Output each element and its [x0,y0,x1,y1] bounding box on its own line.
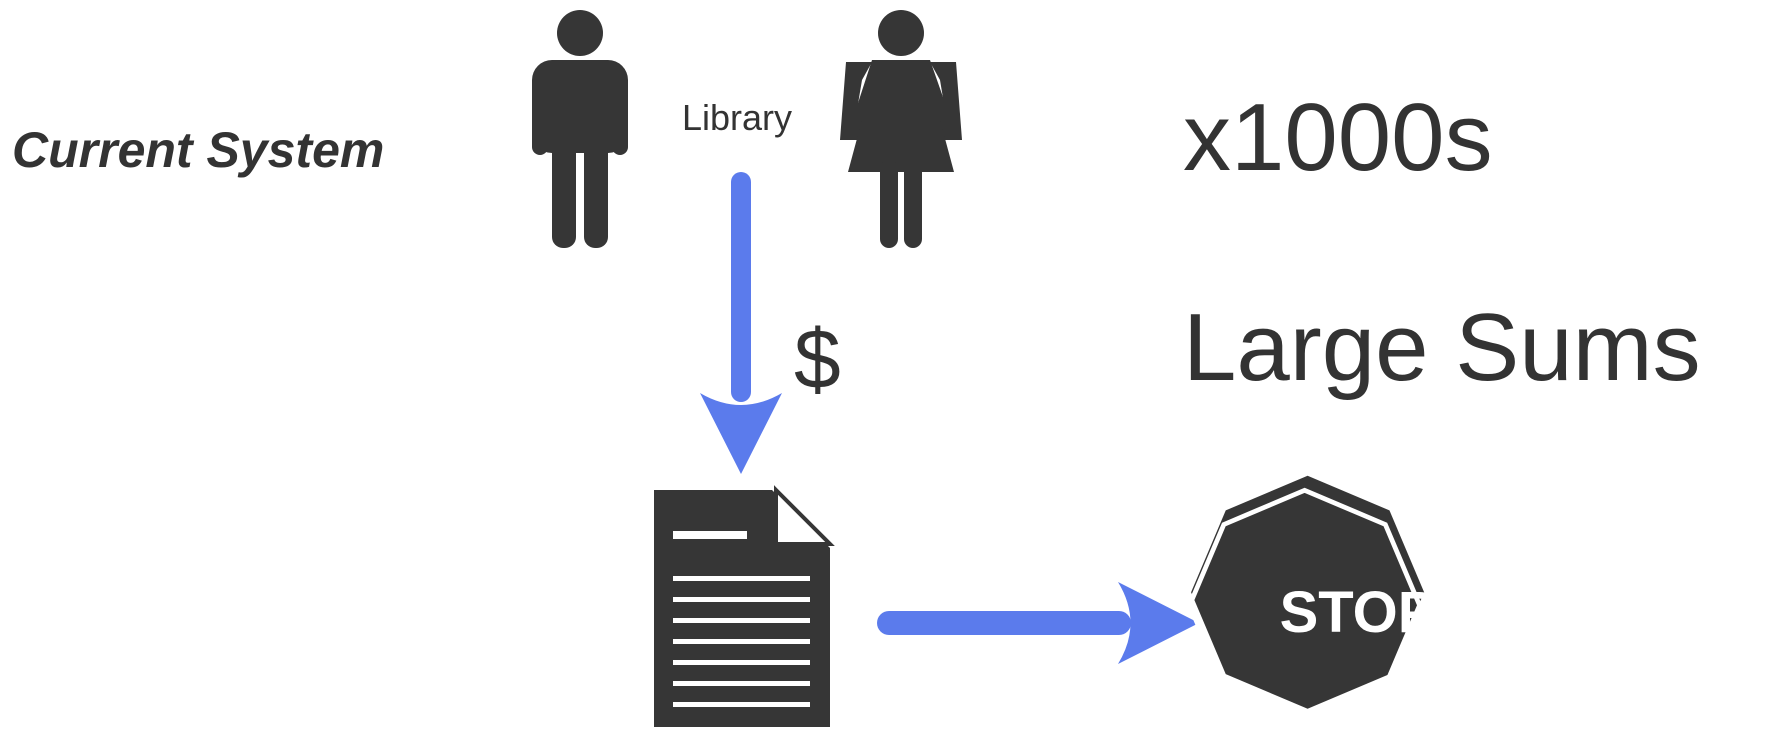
diagram-title: Current System [12,122,384,178]
money-label: $ [794,312,841,406]
document-icon [654,485,835,727]
library-label: Library [682,97,792,138]
stop-label: STOP [1280,580,1437,645]
man-icon [532,10,628,248]
amount-label: Large Sums [1183,294,1701,401]
payment-arrow [700,172,782,474]
blocked-arrow [877,582,1199,664]
multiplier-label: x1000s [1183,84,1493,191]
woman-icon [840,10,962,248]
stop-sign-icon: STOP [1187,475,1437,723]
